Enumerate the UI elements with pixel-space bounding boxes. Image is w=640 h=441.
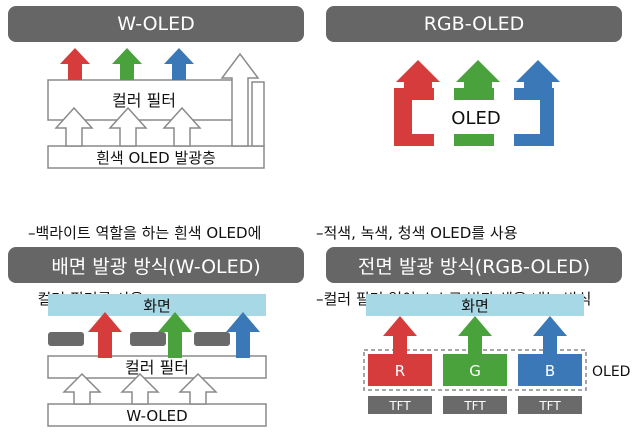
tft-block-2: [443, 396, 507, 414]
blue-arrow-tl: [164, 48, 194, 80]
rgb-oled-desc-line1: –적색, 녹색, 청색 OLED를 사용: [316, 224, 518, 242]
white-light-arrow-2: [108, 106, 148, 147]
white-light-arrow-1: [54, 106, 94, 147]
dark-block-2: [130, 332, 166, 346]
white-light-arrow-tall: [220, 52, 260, 147]
header-rgb-oled: RGB-OLED: [326, 6, 622, 42]
w-oled-diagram: [47, 52, 265, 169]
top-emission-diagram: [363, 294, 587, 414]
screen-bar-right: [366, 294, 584, 316]
w-oled-desc-line1: –백라이트 역할을 하는 흰색 OLED에: [28, 224, 262, 242]
oled-white-box: [412, 100, 540, 134]
tft-block-1: [368, 396, 432, 414]
header-rgb-oled-label: RGB-OLED: [423, 13, 525, 35]
green-arrow-br: [458, 316, 492, 356]
w-oled-layer: [47, 403, 267, 427]
blue-arrow-tr: [516, 60, 560, 90]
right-side-bar: [251, 81, 265, 147]
subpixel-b: [518, 354, 582, 386]
white-oled-layer-label: 흰색 OLED 발광층: [96, 149, 216, 167]
header-w-oled: W-OLED: [8, 6, 304, 42]
white-arrow-bl-1: [62, 372, 102, 405]
bottom-emission-diagram: [47, 294, 267, 427]
filter-label-left: 컬러 필터: [125, 358, 189, 377]
white-arrow-bl-2: [120, 372, 160, 405]
white-arrow-bl-3: [178, 372, 218, 405]
red-arrow-tr: [396, 60, 440, 90]
screen-label-right: 화면: [461, 297, 489, 315]
tft-label-3: TFT: [538, 399, 561, 413]
dark-block-1: [48, 332, 84, 346]
rgb-oled-diagram: [394, 60, 560, 146]
red-arrow-bl: [88, 312, 122, 358]
header-top-emission-label: 전면 발광 방식(RGB-OLED): [357, 255, 591, 278]
header-bottom-emission: 배면 발광 방식(W-OLED): [8, 247, 304, 283]
blue-arrow-br: [533, 316, 567, 356]
tft-label-2: TFT: [463, 399, 486, 413]
w-oled-color-arrows: [60, 48, 194, 80]
subpixel-b-label: B: [545, 362, 555, 380]
subpixel-g: [443, 354, 507, 386]
header-w-oled-label: W-OLED: [117, 13, 195, 35]
green-arrow-tl: [112, 48, 142, 80]
oled-dashed-group: [363, 349, 587, 391]
tft-label-1: TFT: [388, 399, 411, 413]
oled-side-label: OLED: [592, 364, 630, 380]
subpixel-r: [368, 354, 432, 386]
w-oled-label-left: W-OLED: [126, 407, 187, 425]
white-light-arrow-3: [162, 106, 202, 147]
tft-block-3: [518, 396, 582, 414]
filter-layer: [47, 355, 267, 379]
subpixel-r-label: R: [395, 362, 405, 380]
screen-label-left: 화면: [143, 297, 171, 315]
color-filter-label: 컬러 필터: [112, 91, 176, 110]
dark-block-3: [194, 332, 230, 346]
red-arrow-tl: [60, 48, 90, 80]
rgb-oled-box-label: OLED: [451, 108, 500, 129]
header-top-emission: 전면 발광 방식(RGB-OLED): [326, 247, 622, 283]
green-arrow-tr: [456, 60, 500, 90]
green-arrow-bl: [158, 312, 192, 358]
header-bottom-emission-label: 배면 발광 방식(W-OLED): [51, 255, 261, 278]
white-oled-layer: [47, 145, 265, 169]
screen-bar-left: [48, 294, 266, 316]
subpixel-g-label: G: [469, 362, 481, 380]
red-arrow-br: [383, 316, 417, 356]
blue-arrow-bl: [226, 312, 260, 358]
